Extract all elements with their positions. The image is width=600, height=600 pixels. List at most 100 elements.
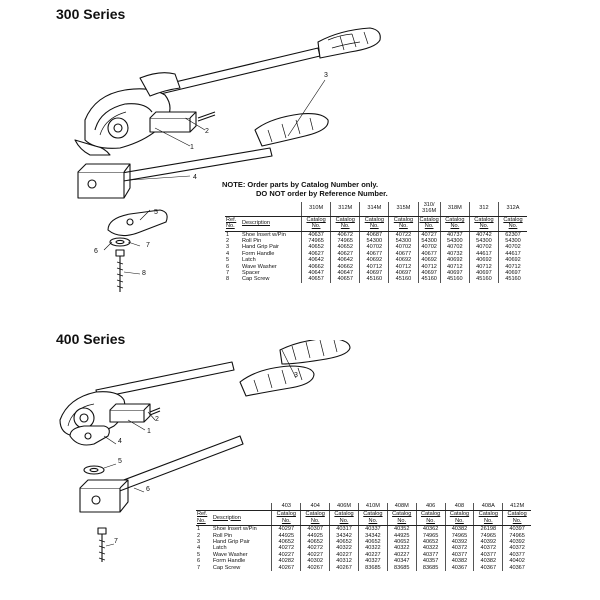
- catalog-number-cell: 40692: [359, 257, 389, 264]
- bender-400-exploded-drawing: [59, 340, 351, 562]
- ref-no-cell: 7: [197, 564, 201, 571]
- catalog-number-cell: 40692: [498, 257, 527, 264]
- catalog-number-cell: 40657: [301, 276, 331, 283]
- catalog-number-cell: 40227: [357, 551, 388, 559]
- catalog-number-cell: 74965: [301, 238, 331, 245]
- catalog-number-cell: 40297: [271, 525, 301, 533]
- catalog-number-cell: 74965: [473, 532, 503, 540]
- catalog-number-cell: 44925: [271, 532, 301, 540]
- order-note-line-1: NOTE: Order parts by Catalog Number only…: [222, 180, 379, 189]
- catalog-number-cell: 40712: [417, 263, 441, 271]
- catalog-number-cell: 40227: [386, 551, 417, 559]
- catalog-number-cell: 40652: [301, 244, 331, 251]
- parts-table-300: 310M 312M 314M 315M 310/ 316M 318M 312 3…: [225, 202, 527, 283]
- catalog-number-cell: 83685: [415, 564, 446, 572]
- catalog-number-cell: 40697: [359, 270, 389, 277]
- catalog-number-cell: 40392: [444, 539, 474, 546]
- ref-no-cell: 1: [226, 231, 230, 238]
- catalog-number-cell: 40367: [473, 564, 503, 572]
- catalog-number-cell: 54300: [359, 238, 389, 245]
- description-cell: Roll Pin: [212, 532, 233, 539]
- catalog-number-cell: 62307: [498, 231, 527, 239]
- description-cell: Cap Screw: [212, 564, 241, 571]
- catalog-number-cell: 40352: [386, 525, 417, 533]
- catalog-number-cell: 40642: [301, 257, 331, 264]
- catalog-number-cell: 40312: [329, 558, 359, 565]
- catalog-number-cell: 40227: [329, 551, 359, 559]
- description-cell: Wave Washer: [212, 551, 248, 558]
- description-cell: Shoe Insert w/Pin: [242, 231, 286, 238]
- catalog-number-cell: 40362: [415, 525, 446, 533]
- catalog-number-cell: 40652: [330, 244, 360, 251]
- catalog-number-cell: 40627: [330, 250, 360, 258]
- catalog-number-cell: 40662: [301, 263, 331, 271]
- catalog-number-cell: 40702: [439, 244, 470, 251]
- ref-no-cell: 2: [226, 238, 230, 245]
- catalog-number-cell: 40317: [329, 525, 359, 533]
- catalog-number-cell: 40722: [388, 231, 418, 239]
- catalog-number-cell: 40692: [388, 257, 418, 264]
- catalog-number-cell: 40702: [498, 244, 527, 251]
- catalog-number-cell: 44925: [386, 532, 417, 540]
- model-header: 406: [415, 503, 446, 512]
- catalog-number-cell: 40742: [468, 231, 499, 239]
- callout-300-5: 5: [154, 209, 158, 216]
- catalog-number-cell: 45160: [468, 276, 499, 283]
- bender-300-exploded-drawing: [74, 27, 381, 292]
- catalog-number-cell: 54300: [498, 238, 527, 245]
- callout-300-7: 7: [146, 242, 150, 249]
- description-cell: Form Handle: [212, 558, 246, 565]
- callout-400-2: 2: [155, 416, 159, 423]
- model-header: 312M: [330, 202, 360, 217]
- catalog-number-cell: 40267: [329, 564, 359, 572]
- catalog-number-cell: 40357: [415, 558, 446, 565]
- catalog-number-cell: 40677: [359, 250, 389, 258]
- model-header: 318M: [439, 202, 470, 217]
- catalog-number-cell: 40377: [444, 551, 474, 559]
- order-note-line-2: DO NOT order by Reference Number.: [256, 189, 388, 198]
- catalog-number-cell: 40382: [473, 558, 503, 565]
- catalog-number-cell: 40642: [330, 257, 360, 264]
- catalog-number-cell: 40377: [502, 551, 531, 559]
- description-cell: Wave Washer: [242, 263, 277, 270]
- description-cell: Spacer: [242, 270, 260, 277]
- catalog-number-cell: 40697: [417, 270, 441, 277]
- catalog-number-cell: 45160: [359, 276, 389, 283]
- catalog-number-cell: 44617: [498, 250, 527, 258]
- description-header: Description: [241, 216, 302, 232]
- catalog-number-cell: 40692: [417, 257, 441, 264]
- model-header: 310M: [301, 202, 331, 217]
- catalog-number-cell: 40392: [502, 539, 531, 546]
- catalog-number-cell: 40702: [359, 244, 389, 251]
- description-cell: Latch: [212, 545, 227, 552]
- description-cell: Shoe Insert w/Pin: [212, 526, 257, 533]
- catalog-number-cell: 40702: [388, 244, 418, 251]
- catalog-number-cell: 40712: [468, 263, 499, 271]
- catalog-number-cell: 40702: [417, 244, 441, 251]
- description-cell: Hand Grip Pair: [242, 244, 280, 251]
- catalog-number-cell: 40697: [498, 270, 527, 277]
- catalog-number-cell: 45160: [439, 276, 470, 283]
- catalog-number-cell: 74965: [502, 532, 531, 540]
- ref-no-cell: 5: [226, 257, 230, 264]
- order-note: NOTE: Order parts by Catalog Number only…: [222, 180, 388, 198]
- ref-no-header: Ref.No.: [196, 510, 212, 527]
- catalog-number-cell: 40377: [473, 551, 503, 559]
- catalog-number-cell: 40647: [301, 270, 331, 277]
- catalog-number-cell: 40702: [468, 244, 499, 251]
- catalog-number-cell: 40397: [502, 525, 531, 533]
- description-header: Description: [211, 510, 272, 527]
- callout-400-5: 5: [118, 458, 122, 465]
- series-300-title: 300 Series: [56, 6, 126, 22]
